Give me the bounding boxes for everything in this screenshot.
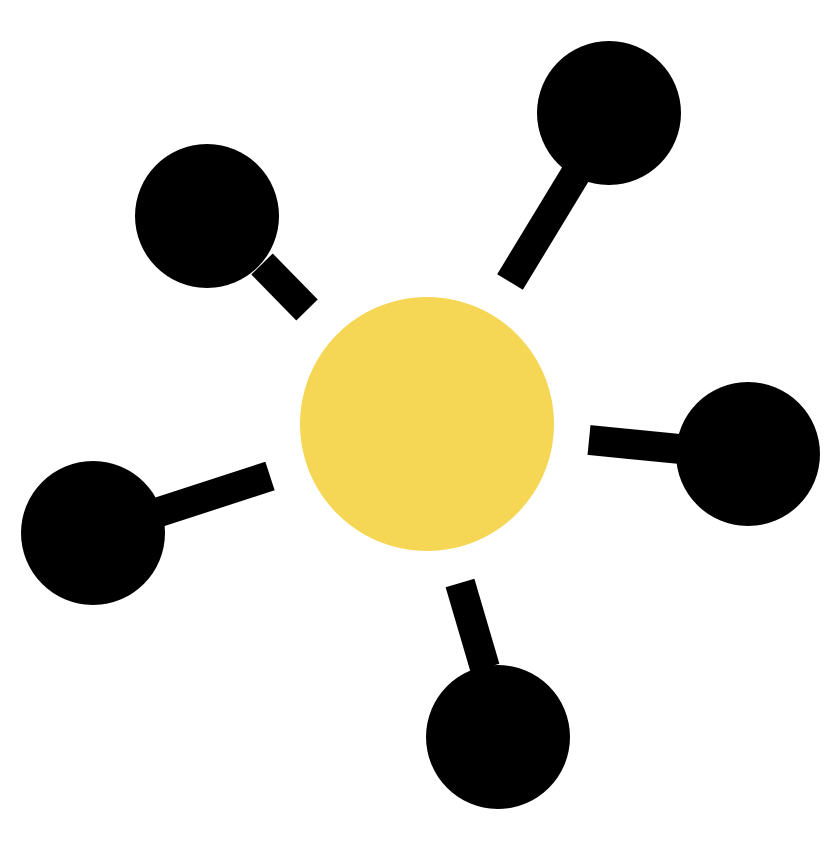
connector-bottom: [445, 578, 500, 673]
connector-right: [587, 425, 682, 464]
hub-node: [300, 297, 554, 551]
node-bottom: [426, 665, 570, 809]
node-top-left: [135, 144, 279, 288]
node-right: [676, 382, 820, 526]
connector-left: [145, 461, 275, 530]
node-left: [21, 461, 165, 605]
connector-top-left: [251, 253, 318, 321]
node-top-right: [537, 41, 681, 185]
satellite-nodes: [21, 41, 820, 809]
connector-top-right: [497, 162, 591, 290]
connectors: [145, 162, 682, 673]
